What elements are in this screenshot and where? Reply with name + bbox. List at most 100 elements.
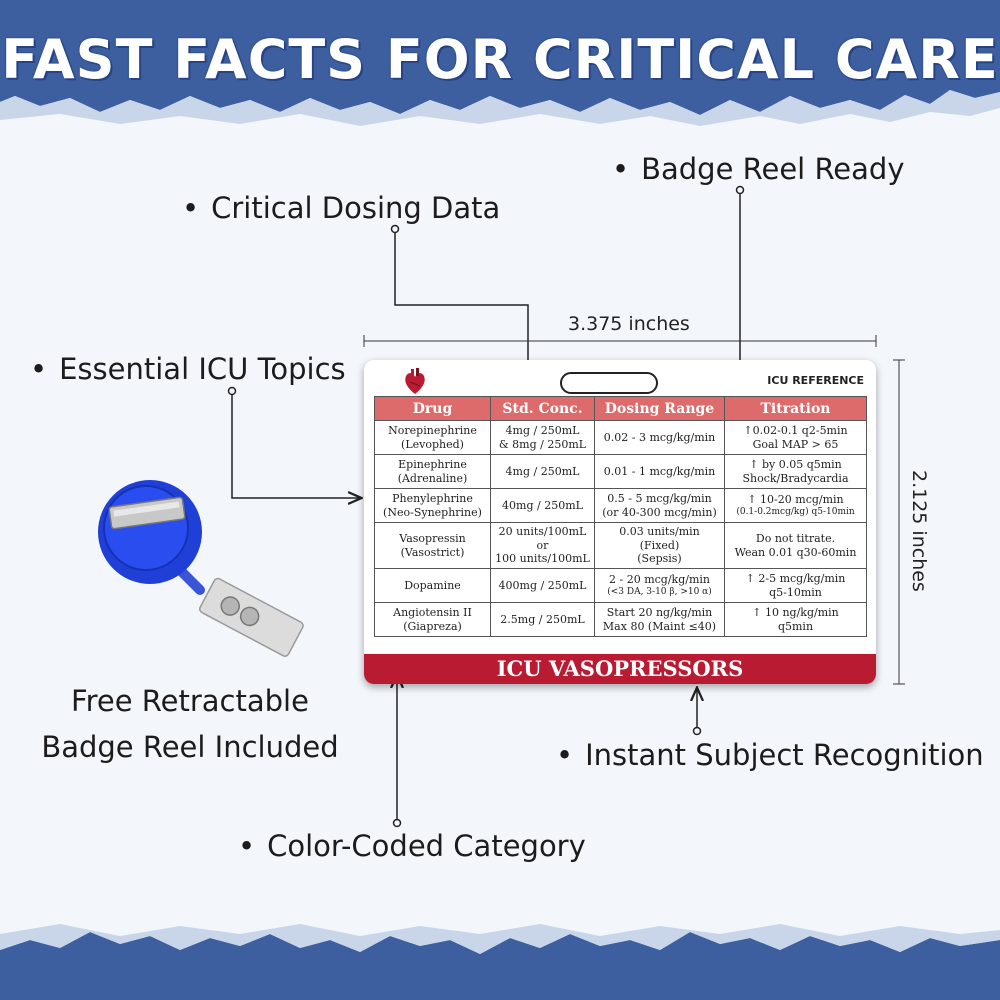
column-header: Titration [724,396,867,421]
cell-line: q5-10min [769,585,822,599]
callout-text: Instant Subject Recognition [585,738,984,772]
cell-line: Angiotensin II [393,605,472,619]
cell-line: 4mg / 250mL [505,423,580,437]
callout-critical-dosing: • Critical Dosing Data [182,191,500,225]
top-banner-background [0,0,1000,126]
cell-line: ↑ 10 ng/kg/min [752,605,839,619]
cell-line: 20 units/100mL [498,524,587,538]
table-cell-conc: 40mg / 250mL [490,488,595,523]
table-cell-conc: 4mg / 250mL [490,454,595,489]
cell-line: Vasopressin [399,531,466,545]
table-row: Norepinephrine(Levophed)4mg / 250mL& 8mg… [374,420,867,455]
cell-line: (Levophed) [401,437,464,451]
table-row: Phenylephrine(Neo-Synephrine) 40mg / 250m… [374,488,867,523]
cell-line: (Adrenaline) [397,471,468,485]
cell-line: Goal MAP > 65 [752,437,839,451]
cell-line: Dopamine [404,578,461,592]
cell-line: Norepinephrine [388,423,477,437]
table-cell-drug: Angiotensin II(Giapreza) [374,602,491,637]
table-cell-conc: 2.5mg / 250mL [490,602,595,637]
cell-line: Max 80 (Maint ≤40) [602,619,717,633]
table-cell-drug: Epinephrine(Adrenaline) [374,454,491,489]
cell-line: 4mg / 250mL [505,464,580,478]
callout-text: Critical Dosing Data [211,191,501,225]
cell-line: 0.01 - 1 mcg/kg/min [603,464,716,478]
reference-card: ICU REFERENCE Drug Std. Conc. Dosing Ran… [364,360,876,684]
callout-color-coded: • Color-Coded Category [238,829,586,863]
width-dimension-label: 3.375 inches [568,313,690,335]
table-cell-conc: 4mg / 250mL& 8mg / 250mL [490,420,595,455]
cell-line: Shock/Bradycardia [742,471,849,485]
table-cell-drug: Dopamine [374,568,491,603]
callout-text: Essential ICU Topics [59,352,346,386]
cell-line: (<3 DA, 3-10 β, >10 α) [607,586,712,597]
cell-line: 0.03 units/min [619,524,700,538]
callout-essential-topics: • Essential ICU Topics [30,352,346,386]
callout-text: Badge Reel Ready [641,152,905,186]
table-cell-dose: 0.01 - 1 mcg/kg/min [594,454,725,489]
column-header: Drug [374,396,491,421]
column-header: Std. Conc. [490,396,595,421]
cell-line: ↑0.02-0.1 q2-5min [743,423,848,437]
table-header-row: Drug Std. Conc. Dosing Range Titration [374,396,867,421]
cell-line: 0.5 - 5 mcg/kg/min [607,491,712,505]
table-cell-dose: 0.02 - 3 mcg/kg/min [594,420,725,455]
callout-instant-recognition: • Instant Subject Recognition [556,738,984,772]
cell-line: (or 40-300 mcg/min) [602,505,717,519]
cell-line: Epinephrine [398,457,467,471]
headline-title: FAST FACTS FOR CRITICAL CARE [1,28,999,91]
card-corner-label: ICU REFERENCE [767,374,864,387]
table-cell-dose: 0.03 units/min(Fixed)(Sepsis) [594,522,725,569]
table-cell-dose: 2 - 20 mcg/kg/min(<3 DA, 3-10 β, >10 α) [594,568,725,603]
cell-line: 2.5mg / 250mL [500,612,585,626]
cell-line: Do not titrate. [755,531,836,545]
cell-line: & 8mg / 250mL [498,437,587,451]
reel-caption-line: Badge Reel Included [41,730,339,764]
cell-line: (Fixed) [639,538,680,552]
badge-slot [560,372,658,394]
cell-line: 40mg / 250mL [502,498,583,512]
table-cell-drug: Norepinephrine(Levophed) [374,420,491,455]
bullet: • [238,829,256,863]
table-row: Angiotensin II(Giapreza) 2.5mg / 250mL Sta… [374,602,867,637]
anatomical-heart-icon [405,368,425,394]
callout-text: Color-Coded Category [267,829,586,863]
category-banner: ICU VASOPRESSORS [364,654,876,684]
bullet: • [182,191,200,225]
cell-line: 100 units/100mL [495,552,590,566]
cell-line: q5min [777,619,814,633]
vasopressor-table: Drug Std. Conc. Dosing Range Titration N… [374,396,867,637]
cell-line: 0.02 - 3 mcg/kg/min [603,430,716,444]
cell-line: 2 - 20 mcg/kg/min [609,573,710,586]
reel-caption-line: Free Retractable [71,684,309,718]
bullet: • [30,352,48,386]
height-dimension-label: 2.125 inches [908,470,930,592]
cell-line: ↑ by 0.05 q5min [749,457,842,471]
cell-line: 400mg / 250mL [498,578,587,592]
cell-line: Wean 0.01 q30-60min [734,545,857,559]
cell-line: (Giapreza) [403,619,462,633]
reel-caption: Free Retractable Badge Reel Included [30,678,350,770]
bottom-banner-background [0,924,1000,1000]
table-row: Dopamine 400mg / 250mL 2 - 20 mcg/kg/min(<… [374,568,867,603]
table-row: Epinephrine(Adrenaline) 4mg / 250mL 0.01 -… [374,454,867,489]
cell-line: Phenylephrine [392,491,473,505]
bullet: • [556,738,574,772]
table-cell-titration: ↑ 10-20 mcg/min(0.1-0.2mcg/kg) q5-10min [724,488,867,523]
table-cell-dose: 0.5 - 5 mcg/kg/min(or 40-300 mcg/min) [594,488,725,523]
table-cell-drug: Vasopressin(Vasostrict) [374,522,491,569]
column-header: Dosing Range [594,396,725,421]
cell-line: ↑ 10-20 mcg/min [747,493,844,506]
cell-line: (0.1-0.2mcg/kg) q5-10min [736,506,855,517]
cell-line: Start 20 ng/kg/min [606,605,713,619]
table-cell-conc: 400mg / 250mL [490,568,595,603]
badge-reel-icon [98,480,304,657]
table-cell-titration: Do not titrate.Wean 0.01 q30-60min [724,522,867,569]
table-cell-drug: Phenylephrine(Neo-Synephrine) [374,488,491,523]
